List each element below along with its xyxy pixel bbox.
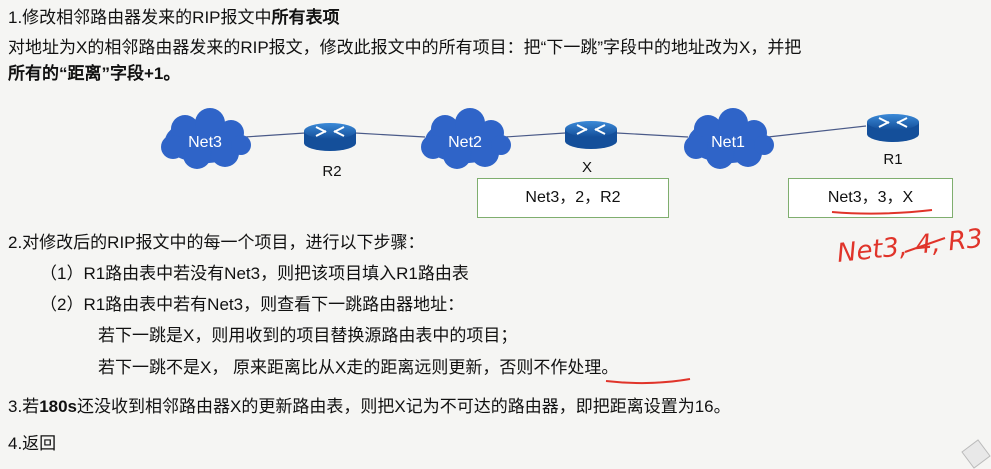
- section2-step1: （1）R1路由表中若没有Net3，则把该项目填入R1路由表: [40, 264, 469, 283]
- router-r1-label: R1: [883, 151, 902, 168]
- network-links: [244, 125, 867, 138]
- cloud-label: Net2: [448, 134, 482, 151]
- router-r2-label: R2: [322, 163, 341, 180]
- section2-sub1: 若下一跳是X，则用收到的项目替换源路由表中的项目；: [98, 326, 518, 345]
- section1-heading: 1.修改相邻路由器发来的RIP报文中所有表项: [8, 7, 340, 29]
- section1-heading-plain: 1.修改相邻路由器发来的RIP报文中: [8, 8, 272, 27]
- router-x-icon: [565, 121, 617, 149]
- section3-rest: 还没收到相邻路由器X的更新路由表，则把X记为不可达的路由器，即把距离设置为16。: [77, 397, 731, 416]
- section3-text: 3.若180s还没收到相邻路由器X的更新路由表，则把X记为不可达的路由器，即把距…: [8, 396, 731, 418]
- section1-heading-bold: 所有表项: [271, 8, 340, 27]
- cloud-net2: Net2: [421, 108, 511, 169]
- router-r1-icon: [867, 114, 919, 142]
- routing-table-r1: Net3，3，X: [788, 178, 953, 218]
- cloud-label: Net1: [711, 134, 745, 151]
- section2-sub2: 若下一跳不是X， 原来距离比从X走的距离远则更新，否则不作处理。: [98, 358, 619, 377]
- routing-table-x: Net3，2，R2: [477, 178, 669, 218]
- section3-prefix: 3.若: [8, 397, 40, 416]
- section1-desc-line2: 所有的“距离”字段+1。: [8, 64, 181, 83]
- section1-desc-line1: 对地址为X的相邻路由器发来的RIP报文，修改此报文中的所有项目：把“下一跳”字段…: [8, 38, 802, 57]
- cloud-label: Net3: [188, 134, 222, 151]
- router-r2-icon: [304, 123, 356, 151]
- section2-heading: 2.对修改后的RIP报文中的每一个项目，进行以下步骤：: [8, 233, 425, 252]
- cloud-net3: Net3: [161, 108, 251, 169]
- section2-step2: （2）R1路由表中若有Net3，则查看下一跳路由器地址：: [40, 295, 465, 314]
- section3-bold: 180s: [39, 397, 78, 416]
- cloud-net1: Net1: [684, 108, 774, 169]
- section4-text: 4.返回: [8, 434, 57, 453]
- router-x-label: X: [582, 159, 592, 176]
